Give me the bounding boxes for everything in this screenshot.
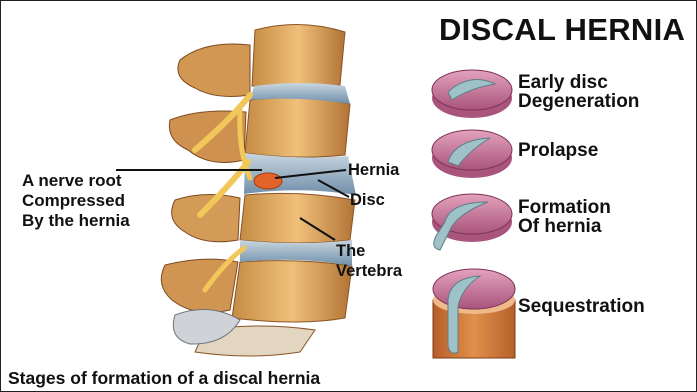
stage-prolapse [432,130,512,178]
stage-label-line: Prolapse [518,141,598,160]
hernia-label: Hernia [348,162,399,179]
nerve-root-label-line-2: Compressed [22,191,130,211]
nerve-root-label: A nerve root Compressed By the hernia [22,171,130,231]
stage-label-line: Degeneration [518,92,639,111]
diagram-title: DISCAL HERNIA [439,12,685,48]
stage-label-sequestration: Sequestration [518,297,645,316]
stage-label-line: Sequestration [518,297,645,316]
stage-label-line: Early disc [518,73,639,92]
stage-early-degeneration [432,70,512,118]
stage-label-line: Formation [518,198,611,217]
stage-label-line: Of hernia [518,217,611,236]
vertebra-label-line-1: The [336,241,402,261]
vertebra-label-line-2: Vertebra [336,261,402,281]
stage-label-prolapse: Prolapse [518,141,598,160]
stage-sequestration [433,269,515,358]
nerve-root-label-line-1: A nerve root [22,171,130,191]
hernia-bulge [254,173,282,189]
stage-formation-of-hernia [432,194,512,250]
vertebra-label: The Vertebra [336,241,402,281]
nerve-root-label-line-3: By the hernia [22,211,130,231]
figure-caption: Stages of formation of a discal hernia [8,368,320,389]
stage-label-early-degeneration: Early disc Degeneration [518,73,639,111]
disc-label: Disc [350,192,385,209]
stage-label-formation: Formation Of hernia [518,198,611,236]
